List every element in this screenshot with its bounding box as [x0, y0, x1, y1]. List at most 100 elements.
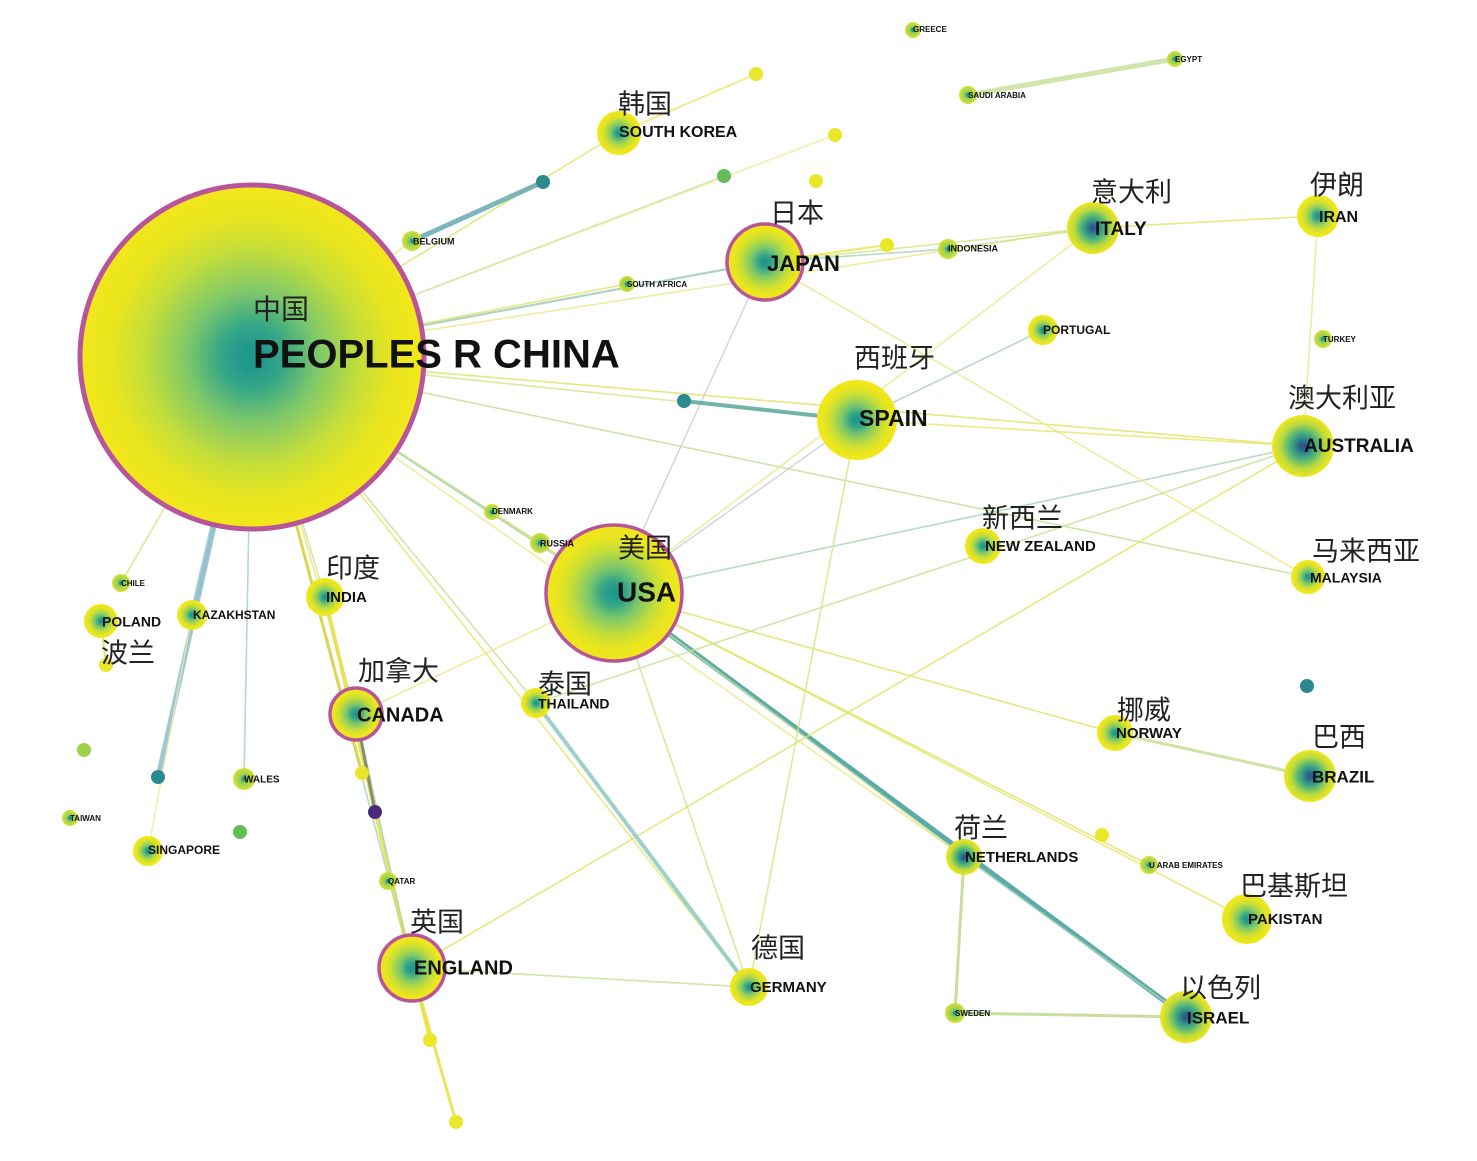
- node-core-qatar: [386, 879, 390, 883]
- link-extra-12: [147, 614, 193, 852]
- node-dot-15[interactable]: [449, 1115, 463, 1129]
- node-core-iran: [1316, 214, 1320, 218]
- node-core-uae: [1147, 863, 1151, 867]
- label-en-southkorea: SOUTH KOREA: [619, 124, 738, 141]
- label-en-egypt: EGYPT: [1175, 55, 1202, 64]
- node-core-egypt: [1173, 57, 1177, 61]
- label-zh-netherlands: 荷兰: [954, 814, 1008, 845]
- node-dot-5[interactable]: [880, 238, 894, 252]
- label-en-germany: GERMANY: [750, 979, 827, 996]
- label-en-portugal: PORTUGAL: [1043, 323, 1110, 337]
- node-core-greece: [911, 28, 915, 32]
- node-core-kazakhstan: [190, 613, 194, 617]
- label-en-chile: CHILE: [121, 579, 146, 588]
- label-en-japan: JAPAN: [767, 251, 840, 276]
- node-core-newzealand: [981, 544, 985, 548]
- node-core-wales: [242, 777, 246, 781]
- label-en-iran: IRAN: [1319, 209, 1358, 226]
- link-japan-malaysia: [764, 261, 1309, 578]
- label-en-singapore: SINGAPORE: [148, 843, 220, 857]
- node-dot-7[interactable]: [1300, 679, 1314, 693]
- node-dot-4[interactable]: [809, 174, 823, 188]
- label-en-saudiarabia: SAUDI ARABIA: [968, 91, 1026, 100]
- node-core-indonesia: [946, 247, 950, 251]
- link-japan-italy: [764, 227, 1094, 263]
- label-en-thailand: THAILAND: [538, 696, 610, 712]
- link-extra-8: [618, 73, 757, 134]
- node-core-spain: [853, 416, 861, 424]
- label-en-netherlands: NETHERLANDS: [965, 849, 1078, 866]
- node-core-russia: [538, 541, 542, 545]
- label-en-wales: WALES: [244, 775, 280, 786]
- node-core-israel: [1183, 1014, 1189, 1020]
- node-dot-8[interactable]: [99, 658, 113, 672]
- label-en-malaysia: MALAYSIA: [1310, 570, 1382, 586]
- label-en-england: ENGLAND: [414, 957, 513, 979]
- node-core-southafrica: [625, 282, 629, 286]
- node-core-southkorea: [617, 131, 621, 135]
- label-zh-pakistan: 巴基斯坦: [1240, 872, 1348, 903]
- node-dot-9[interactable]: [77, 743, 91, 757]
- label-en-pakistan: PAKISTAN: [1248, 911, 1322, 928]
- label-en-greece: GREECE: [913, 25, 947, 34]
- node-core-japan: [761, 258, 769, 266]
- label-zh-japan: 日本: [770, 199, 824, 230]
- label-en-india: INDIA: [326, 589, 367, 606]
- link-china-australia: [251, 356, 1304, 447]
- link-sweden-israel: [954, 1011, 1187, 1019]
- node-core-singapore: [146, 849, 150, 853]
- label-zh-usa: 美国: [618, 534, 672, 565]
- node-core-india: [323, 595, 327, 599]
- node-dot-6[interactable]: [677, 394, 691, 408]
- node-core-germany: [747, 985, 751, 989]
- node-dot-13[interactable]: [368, 805, 382, 819]
- link-spain-australia: [856, 419, 1304, 447]
- label-en-russia: RUSSIA: [540, 538, 575, 548]
- node-core-netherlands: [962, 855, 966, 859]
- link-australia-iran: [1302, 215, 1319, 447]
- node-dot-2[interactable]: [749, 67, 763, 81]
- label-zh-italy: 意大利: [1091, 178, 1172, 209]
- label-en-kazakhstan: KAZAKHSTAN: [193, 608, 275, 622]
- label-en-norway: NORWAY: [1116, 725, 1182, 742]
- node-dot-10[interactable]: [151, 770, 165, 784]
- node-dot-3[interactable]: [828, 128, 842, 142]
- node-core-norway: [1113, 731, 1117, 735]
- label-en-newzealand: NEW ZEALAND: [985, 538, 1096, 555]
- node-dot-0[interactable]: [536, 175, 550, 189]
- label-zh-india: 印度: [326, 554, 380, 585]
- label-zh-brazil: 巴西: [1312, 723, 1366, 754]
- link-netherlands-israel: [963, 856, 1187, 1018]
- label-en-italy: ITALY: [1095, 219, 1147, 240]
- node-dot-1[interactable]: [717, 169, 731, 183]
- label-en-qatar: QATAR: [388, 877, 415, 886]
- node-dot-16[interactable]: [1095, 828, 1109, 842]
- label-zh-israel: 以色列: [1180, 974, 1261, 1005]
- label-zh-germany: 德国: [751, 934, 805, 965]
- label-zh-poland: 波兰: [101, 639, 155, 670]
- link-italy-iran: [1092, 215, 1319, 229]
- node-dot-12[interactable]: [355, 766, 369, 780]
- node-core-england: [409, 965, 415, 971]
- label-en-spain: SPAIN: [859, 405, 928, 431]
- link-england-germany: [411, 967, 750, 988]
- label-en-belgium: BELGIUM: [413, 236, 455, 246]
- node-core-pakistan: [1245, 917, 1249, 921]
- link-usa-israel: [612, 590, 1188, 1020]
- node-core-thailand: [534, 701, 538, 705]
- node-dot-14[interactable]: [423, 1033, 437, 1047]
- link-australia-thailand: [535, 445, 1304, 704]
- label-zh-spain: 西班牙: [854, 344, 935, 375]
- node-dot-11[interactable]: [233, 825, 247, 839]
- node-core-brazil: [1307, 773, 1313, 779]
- label-zh-thailand: 泰国: [538, 670, 592, 701]
- label-en-denmark: DENMARK: [492, 507, 533, 516]
- label-zh-norway: 挪威: [1117, 696, 1171, 727]
- label-en-taiwan: TAIWAN: [70, 814, 101, 823]
- label-zh-australia: 澳大利亚: [1288, 384, 1396, 415]
- node-core-australia: [1300, 443, 1306, 449]
- label-en-turkey: TURKEY: [1323, 335, 1357, 344]
- link-usa-australia: [613, 445, 1304, 594]
- label-zh-iran: 伊朗: [1310, 171, 1364, 202]
